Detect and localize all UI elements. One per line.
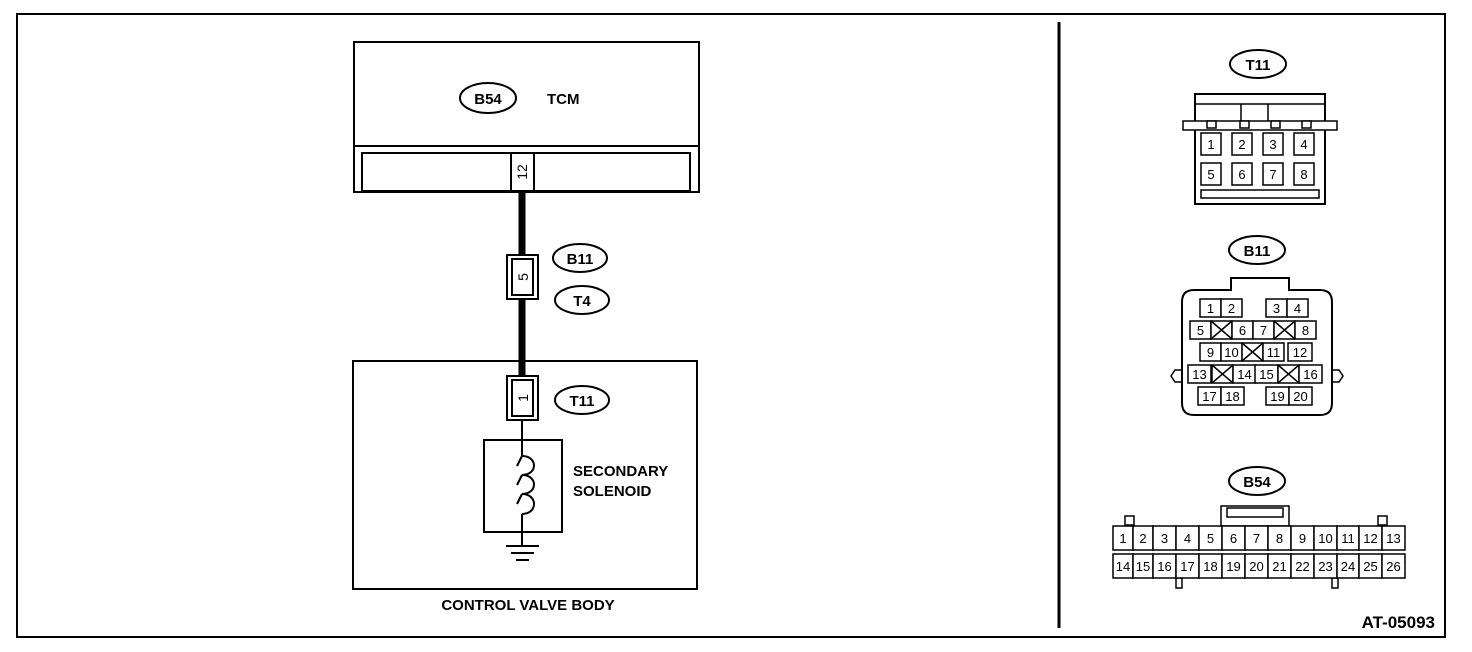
tcm-pin-cell — [510, 152, 535, 192]
b54-pin-3: 3 — [1161, 531, 1168, 546]
t11-connector-view: T11 1 2 3 4 5 6 7 8 — [1182, 49, 1338, 205]
t4-badge — [554, 285, 610, 315]
t4-label: T4 — [573, 293, 591, 310]
b11-pin-15: 15 — [1259, 367, 1273, 382]
b11-pin-6: 6 — [1239, 323, 1246, 338]
b54-pin-25: 25 — [1363, 559, 1377, 574]
t11-view-housing — [1194, 93, 1326, 205]
b11-view-housing — [1181, 277, 1333, 416]
inline-connector-pin-number: 5 — [515, 273, 531, 281]
b11-badge — [552, 243, 608, 273]
b11-pin-16: 16 — [1303, 367, 1317, 382]
outer-frame — [16, 13, 1446, 638]
b54-pin-11: 11 — [1341, 531, 1355, 546]
b54-pin-23: 23 — [1318, 559, 1332, 574]
b54-pin-7: 7 — [1253, 531, 1260, 546]
b54-pin-12: 12 — [1363, 531, 1377, 546]
t11-badge — [554, 385, 610, 415]
b54-pin-16: 16 — [1157, 559, 1171, 574]
b11-pin-7: 7 — [1260, 323, 1267, 338]
b11-view-label: B11 — [1244, 243, 1271, 260]
t11-pin-2: 2 — [1238, 137, 1245, 152]
tcm-connector-label: B54 — [474, 91, 502, 108]
b54-pin-19: 19 — [1226, 559, 1240, 574]
b11-pin-13: 13 — [1192, 367, 1206, 382]
t11-pin-8: 8 — [1300, 167, 1307, 182]
b54-pin-10: 10 — [1318, 531, 1332, 546]
b54-pin-20: 20 — [1249, 559, 1263, 574]
b54-pin-14: 14 — [1116, 559, 1130, 574]
b11-view-badge — [1228, 235, 1286, 265]
b54-pin-18: 18 — [1203, 559, 1217, 574]
b11-pin-1: 1 — [1207, 301, 1214, 316]
t11-pin-3: 3 — [1269, 137, 1276, 152]
t11-pin-7: 7 — [1269, 167, 1276, 182]
t11-pin-number: 1 — [515, 394, 531, 402]
solenoid-label-line1: SECONDARY — [573, 463, 668, 480]
b54-pin-26: 26 — [1386, 559, 1400, 574]
figure-id: AT-05093 — [1362, 613, 1435, 632]
b54-pin-15: 15 — [1136, 559, 1150, 574]
t11-label: T11 — [569, 393, 594, 410]
blank-cavity-icon — [1273, 320, 1296, 340]
control-valve-body: 1 T11 SECONDARY SOLENOID CONTROL VALVE B… — [352, 360, 698, 614]
tcm-unit: B54 TCM 12 — [353, 41, 700, 193]
blank-cavity-icon — [1241, 342, 1264, 362]
t11-pin-1: 1 — [1207, 137, 1214, 152]
t11-view-badge — [1229, 49, 1287, 79]
b11-pin-12: 12 — [1293, 345, 1307, 360]
b11-pin-8: 8 — [1302, 323, 1309, 338]
b11-pin-20: 20 — [1293, 389, 1307, 404]
b11-pin-5: 5 — [1197, 323, 1204, 338]
solenoid-box — [483, 439, 563, 533]
b54-pin-22: 22 — [1295, 559, 1309, 574]
b54-view-label: B54 — [1243, 474, 1271, 491]
tcm-connector-badge — [459, 82, 517, 114]
b11-pin-17: 17 — [1202, 389, 1216, 404]
b11-label: B11 — [567, 251, 594, 268]
tcm-label: TCM — [547, 91, 580, 108]
b54-pin-9: 9 — [1299, 531, 1306, 546]
b11-pin-2: 2 — [1228, 301, 1235, 316]
solenoid-label-line2: SOLENOID — [573, 483, 652, 500]
b11-pin-9: 9 — [1207, 345, 1214, 360]
b11-pin-4: 4 — [1294, 301, 1301, 316]
blank-cavity-icon — [1210, 320, 1233, 340]
b54-pin-17: 17 — [1180, 559, 1194, 574]
b54-pin-5: 5 — [1207, 531, 1214, 546]
b54-pin-8: 8 — [1276, 531, 1283, 546]
b54-pin-6: 6 — [1230, 531, 1237, 546]
blank-cavity-icon — [1277, 364, 1300, 384]
b54-pin-24: 24 — [1341, 559, 1355, 574]
b54-pin-21: 21 — [1272, 559, 1286, 574]
t11-pin-6: 6 — [1238, 167, 1245, 182]
tcm-pin-number: 12 — [514, 164, 530, 180]
b11-pin-19: 19 — [1270, 389, 1284, 404]
b11-pin-18: 18 — [1225, 389, 1239, 404]
t11-pin-5: 5 — [1207, 167, 1214, 182]
control-valve-body-label: CONTROL VALVE BODY — [441, 597, 614, 614]
b54-view-badge — [1228, 466, 1286, 496]
b54-pin-4: 4 — [1184, 531, 1191, 546]
blank-cavity-icon — [1211, 364, 1234, 384]
b11-pin-3: 3 — [1273, 301, 1280, 316]
b54-pin-1: 1 — [1119, 531, 1126, 546]
t11-view-label: T11 — [1245, 57, 1270, 74]
b54-pin-2: 2 — [1139, 531, 1146, 546]
b11-pin-14: 14 — [1237, 367, 1251, 382]
b11-pin-10: 10 — [1224, 345, 1238, 360]
b54-pin-13: 13 — [1386, 531, 1400, 546]
t11-pin-4: 4 — [1300, 137, 1307, 152]
inline-connector: 5 B11 T4 — [506, 243, 610, 315]
coil-icon — [521, 455, 535, 515]
control-valve-box — [352, 360, 698, 590]
ground-icon — [506, 545, 539, 561]
b11-pin-11: 11 — [1267, 345, 1281, 360]
